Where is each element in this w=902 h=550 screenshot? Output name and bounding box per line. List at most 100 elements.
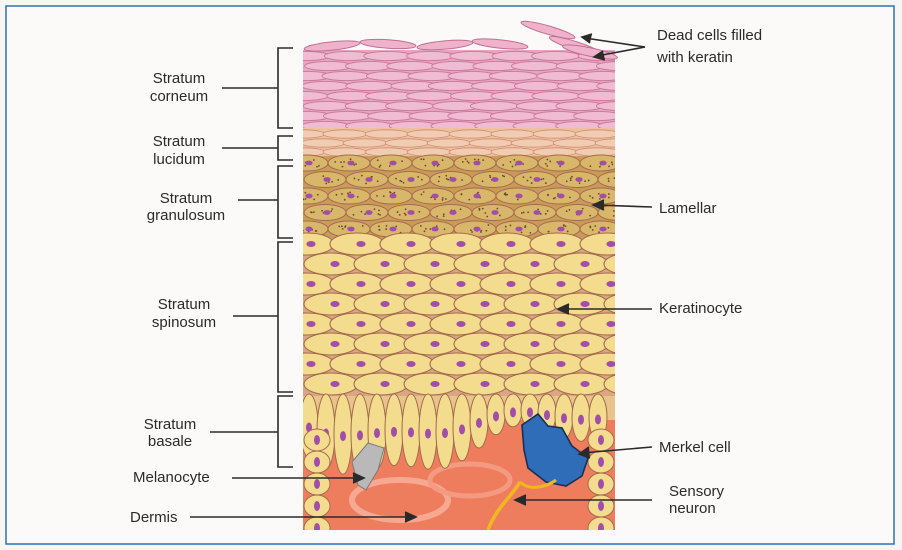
nucleus [406, 281, 415, 287]
keratohyalin-granule [343, 161, 345, 163]
nucleus [314, 435, 320, 445]
keratohyalin-granule [399, 214, 401, 216]
nucleus [459, 424, 465, 434]
nucleus [389, 161, 396, 166]
label-spinosum-line1: Stratum [158, 296, 211, 313]
keratohyalin-granule [486, 216, 488, 218]
keratohyalin-granule [599, 198, 601, 200]
keratohyalin-granule [589, 226, 591, 228]
keratohyalin-granule [608, 178, 610, 180]
keratohyalin-granule [344, 226, 346, 228]
keratohyalin-granule [470, 229, 472, 231]
keratohyalin-granule [531, 182, 533, 184]
keratohyalin-granule [524, 225, 526, 227]
nucleus [391, 427, 397, 437]
keratohyalin-granule [468, 199, 470, 201]
keratohyalin-granule [401, 160, 403, 162]
keratohyalin-granule [311, 212, 313, 214]
keratohyalin-granule [389, 191, 391, 193]
keratohyalin-granule [563, 224, 565, 226]
keratohyalin-granule [547, 210, 549, 212]
lucidum-cell [301, 139, 345, 147]
nucleus [480, 341, 489, 347]
keratohyalin-granule [546, 165, 548, 167]
nucleus [431, 194, 438, 199]
stratum-spinosum-layer [280, 233, 658, 398]
keratohyalin-granule [446, 178, 448, 180]
keratin-cell [489, 71, 537, 80]
keratohyalin-granule [349, 192, 351, 194]
stratum-corneum-layer [280, 50, 646, 131]
label-lamellar: Lamellar [659, 200, 717, 217]
nucleus [357, 430, 363, 440]
nucleus [306, 281, 315, 287]
keratohyalin-granule [420, 158, 422, 160]
keratohyalin-granule [482, 208, 484, 210]
nucleus [580, 301, 589, 307]
nucleus [365, 177, 372, 182]
nucleus [406, 241, 415, 247]
keratohyalin-granule [471, 231, 473, 233]
keratohyalin-granule [318, 165, 320, 167]
keratohyalin-granule [421, 194, 423, 196]
keratohyalin-granule [442, 159, 444, 161]
nucleus [515, 194, 522, 199]
keratohyalin-granule [545, 163, 547, 165]
nucleus [530, 381, 539, 387]
keratohyalin-granule [589, 165, 591, 167]
nucleus [557, 194, 564, 199]
keratohyalin-granule [505, 229, 507, 231]
keratohyalin-granule [385, 228, 387, 230]
keratohyalin-granule [588, 180, 590, 182]
keratohyalin-granule [506, 194, 508, 196]
keratohyalin-granule [598, 193, 600, 195]
keratohyalin-granule [579, 182, 581, 184]
nucleus [330, 381, 339, 387]
nucleus [456, 361, 465, 367]
keratohyalin-granule [357, 196, 359, 198]
keratohyalin-granule [474, 159, 476, 161]
keratohyalin-granule [355, 163, 357, 165]
keratohyalin-granule [378, 229, 380, 231]
keratohyalin-granule [569, 209, 571, 211]
nucleus [595, 414, 601, 424]
nucleus [506, 321, 515, 327]
keratohyalin-granule [418, 211, 420, 213]
nucleus [556, 241, 565, 247]
nucleus [430, 261, 439, 267]
keratohyalin-granule [438, 181, 440, 183]
keratohyalin-granule [529, 232, 531, 234]
keratohyalin-granule [461, 179, 463, 181]
skin-column [280, 50, 658, 539]
keratohyalin-granule [589, 195, 591, 197]
keratohyalin-granule [480, 230, 482, 232]
nucleus [480, 301, 489, 307]
keratohyalin-granule [462, 161, 464, 163]
nucleus [456, 321, 465, 327]
nucleus [305, 227, 312, 232]
keratohyalin-granule [317, 194, 319, 196]
keratohyalin-granule [570, 179, 572, 181]
keratohyalin-granule [513, 159, 515, 161]
lucidum-cell [343, 139, 387, 147]
nucleus [340, 431, 346, 441]
nucleus [449, 177, 456, 182]
keratin-cell [470, 101, 518, 110]
keratohyalin-granule [379, 166, 381, 168]
keratohyalin-granule [549, 161, 551, 163]
keratohyalin-granule [608, 180, 610, 182]
keratohyalin-granule [404, 213, 406, 215]
keratohyalin-granule [599, 166, 601, 168]
keratin-cell [448, 111, 496, 120]
keratohyalin-granule [437, 165, 439, 167]
lucidum-cell [575, 130, 619, 138]
keratohyalin-granule [374, 208, 376, 210]
nucleus [506, 361, 515, 367]
keratohyalin-granule [488, 224, 490, 226]
keratohyalin-granule [569, 196, 571, 198]
nucleus [347, 194, 354, 199]
nucleus [330, 341, 339, 347]
keratohyalin-granule [322, 175, 324, 177]
nucleus [365, 210, 372, 215]
